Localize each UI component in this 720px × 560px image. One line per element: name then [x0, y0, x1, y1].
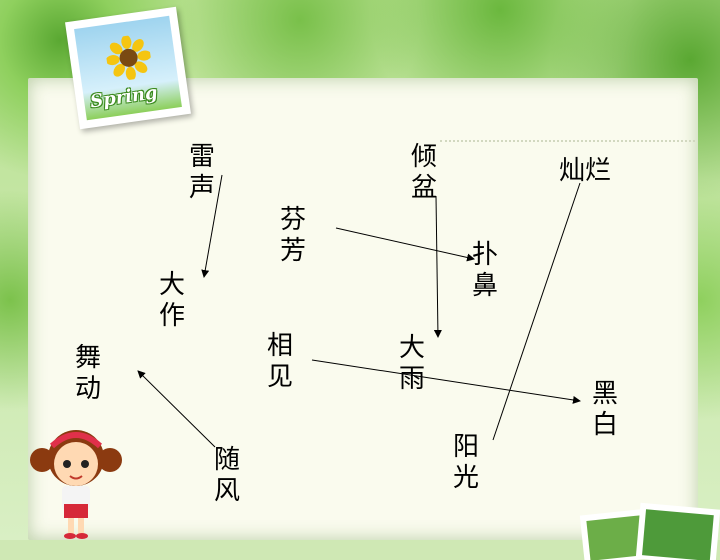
line-fenfang-pubi	[335, 227, 475, 262]
line-qingpen-dayu	[433, 195, 442, 338]
word-da-zuo: 大作	[158, 270, 185, 331]
sunflower-photo: Spring	[74, 15, 182, 121]
word-can-lan: 灿烂	[559, 156, 612, 186]
matching-lines	[137, 174, 581, 448]
word-hei-bai: 黑白	[591, 379, 618, 440]
spring-photo-frame: Spring	[65, 6, 191, 130]
word-qing-pen: 倾盆	[410, 142, 437, 203]
line-leisheng-dazuo	[201, 174, 223, 278]
word-lei-sheng: 雷声	[188, 142, 215, 203]
cartoon-girl-illustration	[30, 430, 122, 539]
line-xiangjian-heibai	[311, 359, 581, 404]
word-da-yu: 大雨	[398, 333, 425, 394]
word-fen-fang: 芬芳	[279, 205, 306, 266]
sunflower-icon	[105, 35, 152, 81]
word-pu-bi: 扑鼻	[471, 240, 498, 301]
dotted-divider	[440, 140, 695, 142]
word-xiang-jian: 相见	[266, 331, 293, 392]
word-wu-dong: 舞动	[74, 343, 101, 404]
word-sui-feng: 随风	[213, 445, 240, 506]
line-suifeng-wudong	[137, 370, 216, 448]
word-yang-guang: 阳光	[452, 432, 479, 493]
content-panel	[28, 78, 698, 540]
line-yangguang-canlan	[492, 182, 581, 441]
